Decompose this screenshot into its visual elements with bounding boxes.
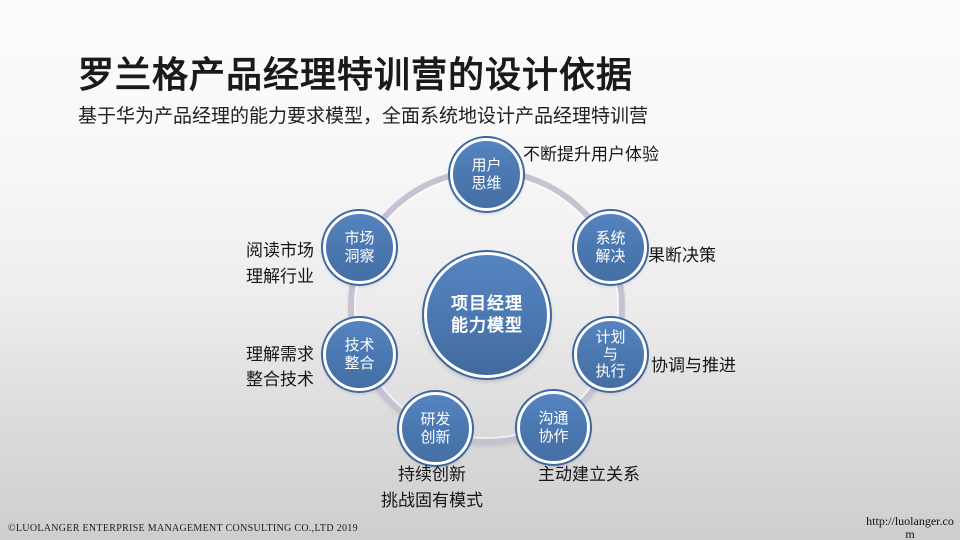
node-user-mindset: 用户 思维	[448, 136, 525, 213]
node-label: 研发 创新	[420, 410, 451, 446]
center-node-label: 项目经理 能力模型	[451, 294, 523, 335]
annotation-system-solving: 果断决策	[648, 246, 716, 265]
slide-title: 罗兰格产品经理特训营的设计依据	[78, 54, 634, 95]
node-plan-execution: 计划 与 执行	[572, 316, 649, 393]
annotation-user-mindset: 不断提升用户体验	[523, 145, 659, 164]
node-label: 市场 洞察	[344, 229, 375, 265]
slide-subtitle: 基于华为产品经理的能力要求模型，全面系统地设计产品经理特训营	[78, 106, 649, 127]
annotation-communication-collaboration: 主动建立关系	[538, 465, 640, 484]
annotation-plan-execution: 协调与推进	[651, 356, 736, 375]
node-label: 计划 与 执行	[595, 329, 626, 380]
annotation-market-insight: 阅读市场 理解行业	[246, 241, 314, 286]
node-tech-integration: 技术 整合	[321, 316, 398, 393]
copyright-text: ©LUOLANGER ENTERPRISE MANAGEMENT CONSULT…	[8, 523, 358, 534]
website-url: http://luolanger.com	[866, 514, 954, 540]
node-center-capability-model: 项目经理 能力模型	[422, 250, 552, 380]
node-label: 用户 思维	[471, 156, 502, 192]
node-system-solving: 系统 解决	[572, 209, 649, 286]
annotation-rd-innovation: 持续创新 挑战固有模式	[381, 465, 483, 510]
annotation-tech-integration: 理解需求 整合技术	[246, 345, 314, 389]
node-market-insight: 市场 洞察	[321, 209, 398, 286]
node-label: 技术 整合	[344, 336, 375, 372]
node-communication-collaboration: 沟通 协作	[515, 389, 592, 466]
node-label: 系统 解决	[595, 229, 626, 265]
node-rd-innovation: 研发 创新	[397, 390, 474, 467]
node-label: 沟通 协作	[538, 409, 569, 445]
